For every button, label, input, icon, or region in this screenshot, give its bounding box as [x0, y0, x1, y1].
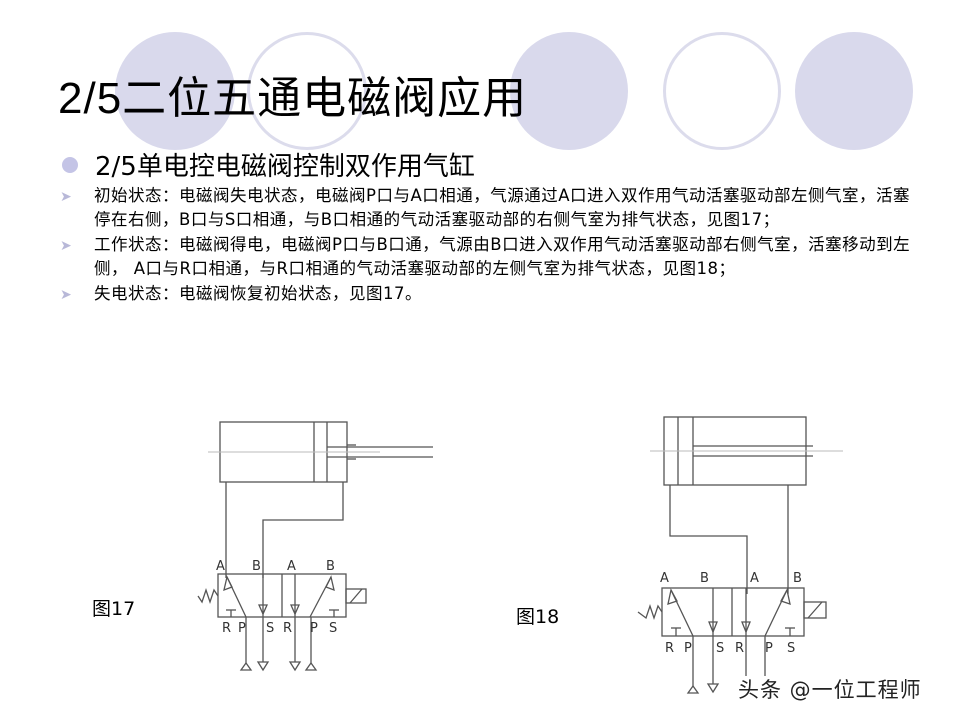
port-label-b: B — [793, 571, 802, 586]
port-label-s: S — [716, 641, 724, 656]
page-title: 2/5二位五通电磁阀应用 — [58, 62, 527, 126]
decor-circle-3 — [510, 32, 628, 150]
port-label-p: P — [238, 621, 246, 636]
bullet-dot-icon — [62, 156, 78, 173]
port-label-s: S — [787, 641, 795, 656]
port-label-r: R — [735, 641, 744, 656]
port-label-s: S — [329, 621, 337, 636]
arrow-bullet-icon: ➤ — [60, 287, 72, 303]
watermark: 头条 @一位工程师 — [738, 678, 922, 702]
port-label-r: R — [222, 621, 231, 636]
decor-circle-5 — [795, 32, 913, 150]
subheading: 2/5单电控电磁阀控制双作用气缸 — [62, 146, 475, 183]
port-label-p: P — [310, 621, 318, 636]
subheading-text: 2/5单电控电磁阀控制双作用气缸 — [95, 152, 475, 182]
decor-circle-2 — [247, 32, 367, 150]
port-label-a: A — [660, 571, 669, 586]
arrow-bullet-icon: ➤ — [60, 238, 72, 254]
figure-18-caption: 图18 — [516, 606, 560, 628]
bullet-text: 初始状态：电磁阀失电状态，电磁阀P口与A口相通，气源通过A口进入双作用气动活塞驱… — [94, 186, 911, 229]
bullet-item: ➤ 失电状态：电磁阀恢复初始状态，见图17。 — [60, 282, 920, 307]
port-label-b: B — [252, 559, 261, 574]
port-label-a: A — [216, 559, 225, 574]
port-label-r: R — [283, 621, 292, 636]
decor-circle-4 — [663, 32, 781, 150]
bullet-item: ➤ 工作状态：电磁阀得电，电磁阀P口与B口通，气源由B口进入双作用气动活塞驱动部… — [60, 233, 920, 281]
title-number: 2/5 — [58, 74, 123, 123]
port-label-p: P — [684, 641, 692, 656]
port-label-a: A — [287, 559, 296, 574]
port-label-r: R — [665, 641, 674, 656]
port-label-s: S — [266, 621, 274, 636]
port-label-p: P — [765, 641, 773, 656]
bullet-item: ➤ 初始状态：电磁阀失电状态，电磁阀P口与A口相通，气源通过A口进入双作用气动活… — [60, 184, 920, 232]
figure-17-caption: 图17 — [92, 598, 136, 620]
bullet-text: 工作状态：电磁阀得电，电磁阀P口与B口通，气源由B口进入双作用气动活塞驱动部右侧… — [94, 235, 911, 278]
port-label-b: B — [700, 571, 709, 586]
decor-circle-1 — [115, 32, 235, 150]
arrow-bullet-icon: ➤ — [60, 189, 72, 205]
title-text: 二位五通电磁阀应用 — [122, 73, 528, 124]
port-label-b: B — [326, 559, 335, 574]
bullet-list: ➤ 初始状态：电磁阀失电状态，电磁阀P口与A口相通，气源通过A口进入双作用气动活… — [60, 184, 920, 308]
port-label-a: A — [750, 571, 759, 586]
bullet-text: 失电状态：电磁阀恢复初始状态，见图17。 — [94, 284, 422, 303]
